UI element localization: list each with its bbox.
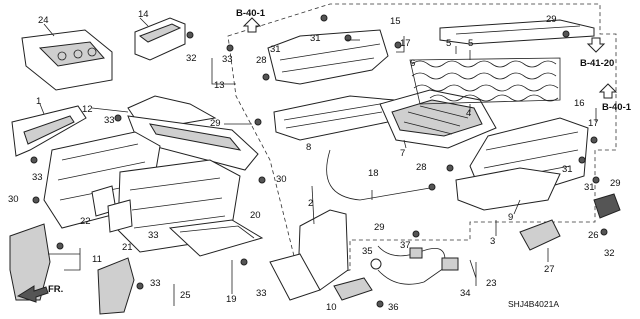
seat-frame-boundary (227, 3, 617, 281)
callout: 7 (400, 148, 405, 159)
callout: 28 (256, 55, 267, 66)
ref-arrow-right-icon (598, 83, 618, 99)
callout: 16 (574, 98, 585, 109)
callout: 33 (256, 288, 267, 299)
front-arrow-icon (16, 285, 49, 303)
callout: 32 (186, 53, 197, 64)
part-clip (186, 31, 194, 39)
callout: 29 (546, 14, 557, 25)
callout: 4 (466, 108, 471, 119)
callout: 30 (276, 174, 287, 185)
callout: 11 (92, 254, 102, 265)
callout: 28 (416, 162, 427, 173)
callout: 12 (82, 104, 93, 115)
part-cover-25 (97, 257, 135, 315)
callout: 9 (508, 212, 513, 223)
callout: 29 (610, 178, 621, 189)
callout: 31 (562, 164, 573, 175)
callout: 27 (544, 264, 555, 275)
callout: 21 (122, 242, 133, 253)
part-cover-upper (134, 17, 186, 61)
callout: 33 (104, 115, 115, 126)
ref-code: B-41-20 (580, 58, 614, 69)
part-slide-track (267, 29, 395, 141)
callout: 33 (148, 230, 159, 241)
callout: 18 (368, 168, 379, 179)
callout: 26 (588, 230, 599, 241)
part-top-rail (439, 19, 595, 45)
callout: 31 (270, 44, 281, 55)
callout: 24 (38, 15, 49, 26)
part-plate (168, 219, 264, 257)
callout: 15 (390, 16, 401, 27)
callout: 25 (180, 290, 191, 301)
front-label: FR. (48, 284, 63, 295)
part-harness (370, 245, 459, 285)
ref-arrow-down-icon (586, 37, 606, 53)
callout: 19 (226, 294, 237, 305)
callout: 34 (460, 288, 471, 299)
callout: 32 (604, 248, 615, 259)
callout: 3 (490, 236, 495, 247)
callout: 2 (308, 198, 313, 209)
callout: 8 (306, 142, 311, 153)
leader-lines (39, 17, 597, 306)
callout: 17 (400, 38, 411, 49)
part-cover-26 (593, 193, 621, 219)
part-cable (326, 149, 436, 201)
part-switch (333, 277, 373, 301)
callout: 33 (150, 278, 161, 289)
callout: 37 (400, 240, 411, 251)
callout: 29 (210, 118, 221, 129)
callout: 5 (468, 38, 473, 49)
ref-code: B-40-1 (236, 8, 266, 19)
callout: 31 (584, 182, 595, 193)
callout: 33 (222, 54, 233, 65)
callout: 23 (486, 278, 497, 289)
callout: 22 (80, 216, 91, 227)
callout: 33 (32, 172, 43, 183)
callout: 30 (8, 194, 19, 205)
part-cover-2 (269, 209, 349, 301)
part-seat-pan (379, 89, 497, 149)
part-seat-frame-right (455, 117, 589, 211)
callout: 20 (250, 210, 261, 221)
part-tray (21, 29, 113, 91)
callout: 10 (326, 302, 337, 313)
callout: 6 (410, 58, 415, 69)
callout: 31 (310, 33, 321, 44)
callout: 17 (588, 118, 599, 129)
fasteners (30, 14, 608, 308)
callout: 14 (138, 9, 149, 20)
callout: 13 (214, 80, 225, 91)
ref-arrow-up-icon (242, 17, 262, 33)
callout: 36 (388, 302, 399, 313)
callout: 35 (362, 246, 373, 257)
part-bracket-21 (107, 199, 133, 233)
part-pad (519, 219, 561, 251)
diagram-code: SHJ4B4021A (508, 299, 559, 309)
part-side-panel (11, 105, 87, 157)
ref-code: B-40-1 (602, 102, 632, 113)
part-springs (409, 57, 561, 105)
callout: 1 (36, 96, 41, 107)
callout: 5 (446, 38, 451, 49)
part-cover-11 (9, 223, 51, 301)
callout: 29 (374, 222, 385, 233)
